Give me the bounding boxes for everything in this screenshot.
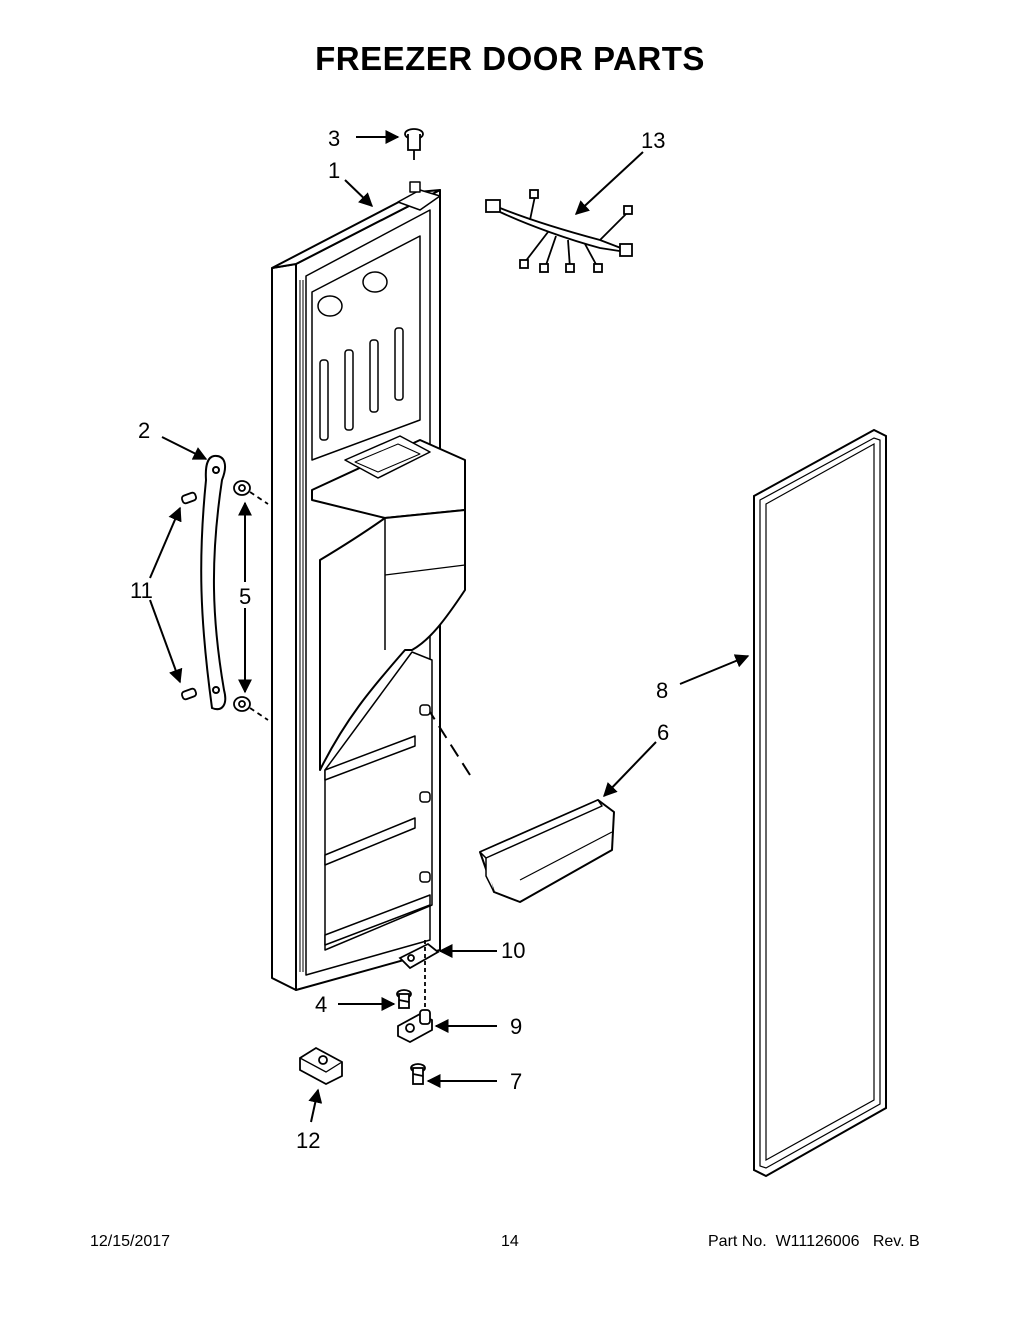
hinge-screw-part: [396, 989, 412, 1009]
callout-10: 10: [501, 938, 525, 963]
callout-6: 6: [657, 720, 669, 745]
part-number-value: W11126006: [775, 1233, 860, 1250]
callout-5: 5: [239, 584, 251, 609]
handle-spacer-parts: [233, 480, 269, 721]
hinge-plate-part: [398, 940, 440, 1015]
freezer-door: [271, 181, 466, 991]
callout-9: 9: [510, 1014, 522, 1039]
hinge-cover-bracket-part: [299, 1046, 343, 1086]
door-gasket-part: [753, 428, 887, 1178]
door-handle-part: [200, 454, 227, 710]
handle-screw-parts: [180, 491, 198, 701]
revision-value: B: [909, 1233, 920, 1250]
callout-2: 2: [138, 418, 150, 443]
hinge-bushing-part: [404, 128, 424, 160]
door-bin-part: [429, 711, 615, 903]
callout-4: 4: [315, 992, 327, 1017]
footer-page-number: 14: [501, 1233, 519, 1250]
hinge-pin-screw-part: [410, 1063, 426, 1085]
page-title: FREEZER DOOR PARTS: [315, 40, 705, 77]
revision-label: Rev.: [872, 1233, 905, 1250]
callout-8: 8: [656, 678, 668, 703]
callout-11: 11: [130, 578, 153, 603]
lower-hinge-part: [397, 1009, 433, 1044]
wire-harness-part: [485, 189, 633, 273]
callout-3: 3: [328, 126, 340, 151]
callout-1: 1: [328, 158, 340, 183]
callout-13: 13: [641, 128, 665, 153]
callout-7: 7: [510, 1069, 522, 1094]
footer-part-number: Part No. W11126006 Rev. B: [708, 1233, 920, 1251]
footer-date: 12/15/2017: [90, 1233, 171, 1250]
callout-12: 12: [296, 1128, 320, 1153]
part-number-label: Part No.: [708, 1233, 767, 1250]
leader-arrows: [149, 130, 750, 1123]
